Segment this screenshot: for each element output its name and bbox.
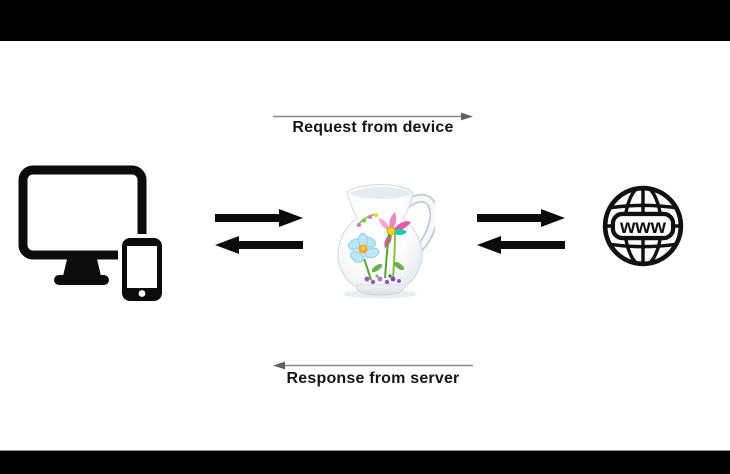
thick-arrow-right-icon bbox=[477, 209, 565, 227]
devices-icon bbox=[18, 165, 164, 303]
request-direction-arrow-icon bbox=[273, 112, 473, 121]
response-label: Response from server bbox=[286, 370, 460, 387]
letterbox-bottom bbox=[0, 450, 730, 474]
thick-arrow-left-icon bbox=[477, 236, 565, 254]
jug-floral-decoration bbox=[348, 212, 411, 285]
www-globe-icon: www bbox=[602, 185, 684, 267]
globe-www-text: www bbox=[619, 216, 667, 238]
jug-image bbox=[337, 184, 435, 299]
request-label: Request from device bbox=[292, 119, 454, 136]
thick-arrow-right-icon bbox=[215, 209, 303, 227]
letterbox-top bbox=[0, 0, 730, 42]
thick-arrow-left-icon bbox=[215, 236, 303, 254]
diagram-stage: Request from device bbox=[0, 41, 730, 450]
response-direction-arrow-icon bbox=[273, 361, 473, 370]
